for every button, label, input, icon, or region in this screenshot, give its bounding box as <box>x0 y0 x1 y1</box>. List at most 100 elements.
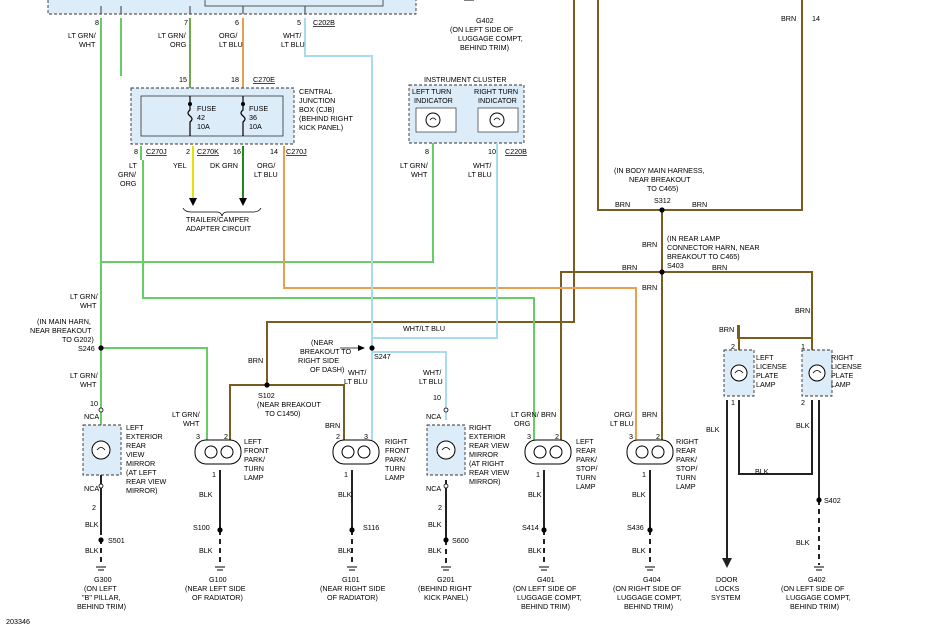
lp-4: LAMP <box>756 380 776 389</box>
brn-s403-r: BRN <box>712 263 727 272</box>
rm-4: MIRROR <box>469 450 498 459</box>
lp-3: PLATE <box>756 371 778 380</box>
lbl-s246-ltgrn-b: WHT <box>80 301 97 310</box>
lr-4: STOP/ <box>576 464 597 473</box>
pin-3-rr: 3 <box>629 432 633 441</box>
s501-label: S501 <box>108 536 125 545</box>
lm-5: MIRROR <box>126 459 155 468</box>
fuse36-2: 36 <box>249 113 257 122</box>
lf-1: LEFT <box>244 437 262 446</box>
rr-5: TURN <box>676 473 696 482</box>
pin-2-rm: 2 <box>438 503 442 512</box>
rf-2: FRONT <box>385 446 410 455</box>
g300-4: BEHIND TRIM) <box>77 602 126 611</box>
rear-lamp-1: (IN REAR LAMP <box>667 234 720 243</box>
brn-s312-l: BRN <box>615 200 630 209</box>
brn-s403-down: BRN <box>642 283 657 292</box>
cjb-title-3: BOX (CJB) <box>299 105 335 114</box>
lf-2: FRONT <box>244 446 269 455</box>
rm-3: REAR VIEW <box>469 441 510 450</box>
c270e-label: C270E <box>253 75 275 84</box>
pin-7-top: 7 <box>184 18 188 27</box>
rm-5: (AT RIGHT <box>469 459 505 468</box>
brn-rr: BRN <box>642 410 657 419</box>
pin-2-lp: 2 <box>731 342 735 351</box>
lbl-cl-wht-a: WHT/ <box>473 161 491 170</box>
pin-10-lm: 10 <box>90 399 98 408</box>
connector-pins <box>98 407 449 489</box>
rp-2: LICENSE <box>831 362 862 371</box>
cjb-dot-2 <box>241 102 245 106</box>
blk-rf-1: BLK <box>338 490 352 499</box>
g402-bot-1: G402 <box>808 575 826 584</box>
cjb-title-1: CENTRAL <box>299 87 333 96</box>
body-harness-3: TO C465) <box>647 184 678 193</box>
fuse42-3: 10A <box>197 122 210 131</box>
pin-8-top: 8 <box>95 18 99 27</box>
pin-10-cluster: 10 <box>488 147 496 156</box>
c202b-label: C202B <box>313 18 335 27</box>
pin-3-rf: 3 <box>364 432 368 441</box>
brn-lr: BRN <box>541 410 556 419</box>
blk-plate-link: BLK <box>755 467 769 476</box>
c220b-label: C220B <box>505 147 527 156</box>
body-harness-2: NEAR BREAKOUT <box>629 175 691 184</box>
s600-label: S600 <box>452 536 469 545</box>
s246-label: S246 <box>78 344 95 353</box>
right-mirror-bulb-icon <box>436 440 456 460</box>
g300-2: (ON LEFT <box>84 584 117 593</box>
lbl-ltgrn-1a: LT GRN/ <box>68 31 96 40</box>
lm-6: (AT LEFT <box>126 468 157 477</box>
c270k-label: C270K <box>197 147 219 156</box>
trailer-1: TRAILER/CAMPER <box>186 215 249 224</box>
left-mirror-bulb-icon <box>91 440 111 460</box>
g201-2: (BEHIND RIGHT <box>418 584 473 593</box>
lf-3: PARK/ <box>244 455 265 464</box>
nca-lm-top: NCA <box>84 412 99 421</box>
g402-top-1: G402 <box>476 16 494 25</box>
blk-rm-2: BLK <box>428 546 442 555</box>
pin-18: 18 <box>231 75 239 84</box>
rf-4: TURN <box>385 464 405 473</box>
rf-5: LAMP <box>385 473 405 482</box>
lbl-lr-b: ORG <box>514 419 531 428</box>
pin-2-rf: 2 <box>336 432 340 441</box>
right-turn-indicator-icon <box>489 112 505 128</box>
ground-wires-dashed <box>100 500 820 565</box>
door-locks-2: LOCKS <box>715 584 740 593</box>
pin-1-rf: 1 <box>344 470 348 479</box>
g300-1: G300 <box>94 575 112 584</box>
lbl-cl-ltgrn-b: WHT <box>411 170 428 179</box>
rp-3: PLATE <box>831 371 853 380</box>
g404-1: G404 <box>643 575 661 584</box>
cjb-dot-1 <box>188 102 192 106</box>
lf-4: TURN <box>244 464 264 473</box>
g402-top-4: BEHIND TRIM) <box>460 43 509 52</box>
top-module-inner <box>204 0 384 7</box>
lbl-rm-b: LT BLU <box>419 377 443 386</box>
blk-lr-2: BLK <box>528 546 542 555</box>
bulb-filament-2 <box>493 117 501 121</box>
pin-14-cjb: 14 <box>270 147 278 156</box>
lr-5: TURN <box>576 473 596 482</box>
fuse36-1: FUSE <box>249 104 268 113</box>
blk-rm-1: BLK <box>428 520 442 529</box>
lm-2: EXTERIOR <box>126 432 163 441</box>
g100-3: OF RADIATOR) <box>192 593 243 602</box>
top-module-box <box>47 0 417 15</box>
g201-1: G201 <box>437 575 455 584</box>
left-mirror-filament <box>96 447 106 451</box>
brn-top-right: BRN <box>781 14 796 23</box>
g401-1: G401 <box>537 575 555 584</box>
brn-plate-l: BRN <box>719 325 734 334</box>
lbl-ltgrn-org-a: LT GRN/ <box>158 31 186 40</box>
lbl-wht-ltblu-a: WHT/ <box>283 31 301 40</box>
lp-2: LICENSE <box>756 362 787 371</box>
note-dash-1: (NEAR <box>311 338 333 347</box>
lr-2: REAR <box>576 446 596 455</box>
cjb-title-4: (BEHIND RIGHT <box>299 114 354 123</box>
lbl-org-ltblu-2a: ORG/ <box>257 161 275 170</box>
main-harn-1: (IN MAIN HARN, <box>37 317 91 326</box>
door-locks-3: SYSTEM <box>711 593 741 602</box>
